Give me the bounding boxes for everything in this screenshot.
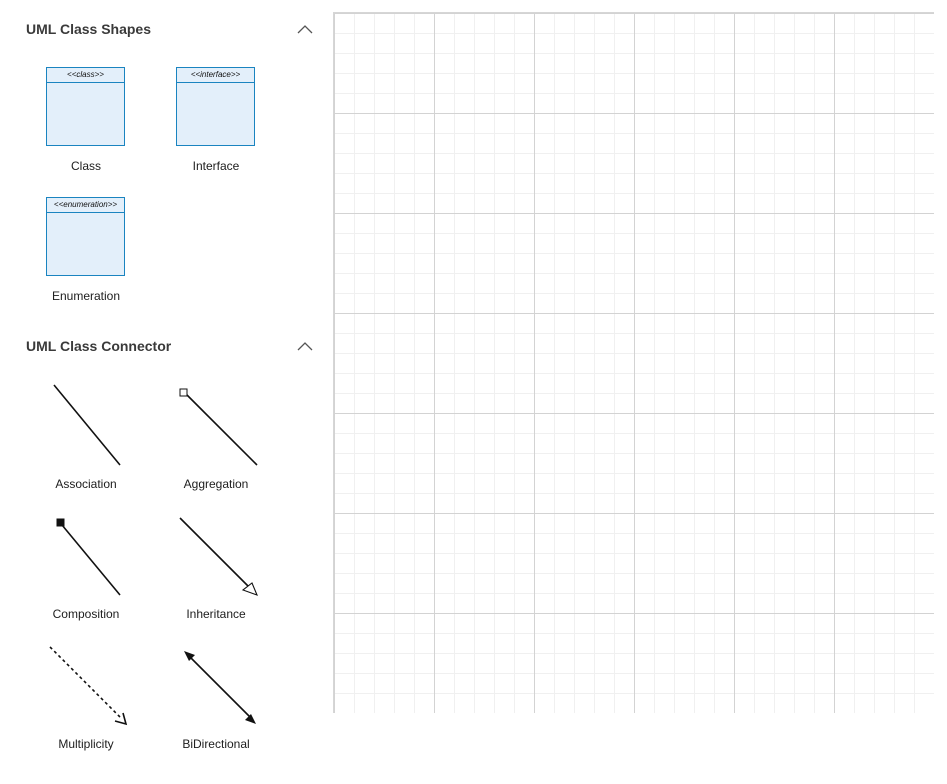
- palette-item-multiplicity[interactable]: Multiplicity: [26, 642, 146, 762]
- palette-item-class[interactable]: <<class>> Class: [26, 67, 146, 187]
- multiplicity-label: Multiplicity: [58, 737, 114, 751]
- enumeration-shape-icon: <<enumeration>>: [46, 197, 125, 276]
- class-stereotype: <<class>>: [47, 68, 124, 83]
- interface-stereotype: <<interface>>: [177, 68, 254, 83]
- palette-item-interface[interactable]: <<interface>> Interface: [156, 67, 276, 187]
- enumeration-stereotype: <<enumeration>>: [47, 198, 124, 213]
- diagram-canvas[interactable]: [333, 12, 934, 713]
- multiplicity-connector-icon: [49, 646, 128, 726]
- palette-item-enumeration[interactable]: <<enumeration>> Enumeration: [26, 197, 146, 317]
- enumeration-label: Enumeration: [51, 289, 121, 303]
- bidirectional-connector-icon: [184, 651, 256, 724]
- shapes-section-header[interactable]: UML Class Shapes: [0, 12, 333, 48]
- bidirectional-label: BiDirectional: [182, 737, 250, 751]
- association-label: Association: [55, 477, 117, 491]
- palette-item-aggregation[interactable]: Aggregation: [156, 382, 276, 502]
- interface-label: Interface: [192, 159, 240, 173]
- chevron-up-icon[interactable]: [296, 22, 314, 36]
- class-shape-icon: <<class>>: [46, 67, 125, 146]
- palette-item-composition[interactable]: Composition: [26, 512, 146, 632]
- palette-item-bidirectional[interactable]: BiDirectional: [156, 642, 276, 762]
- palette-item-association[interactable]: Association: [26, 382, 146, 502]
- inheritance-connector-icon: [179, 517, 258, 596]
- composition-connector-icon: [56, 518, 121, 596]
- connector-section-header[interactable]: UML Class Connector: [0, 329, 333, 365]
- aggregation-connector-icon: [179, 388, 258, 466]
- shapes-section-title: UML Class Shapes: [26, 21, 152, 37]
- aggregation-label: Aggregation: [183, 477, 249, 491]
- inheritance-label: Inheritance: [186, 607, 246, 621]
- class-label: Class: [70, 159, 101, 173]
- palette-item-inheritance[interactable]: Inheritance: [156, 512, 276, 632]
- connector-section-title: UML Class Connector: [26, 338, 172, 354]
- interface-shape-icon: <<interface>>: [176, 67, 255, 146]
- association-connector-icon: [53, 384, 121, 466]
- chevron-up-icon[interactable]: [296, 339, 314, 353]
- symbol-palette: UML Class Shapes <<class>> Class <<inter…: [0, 0, 333, 784]
- composition-label: Composition: [52, 607, 120, 621]
